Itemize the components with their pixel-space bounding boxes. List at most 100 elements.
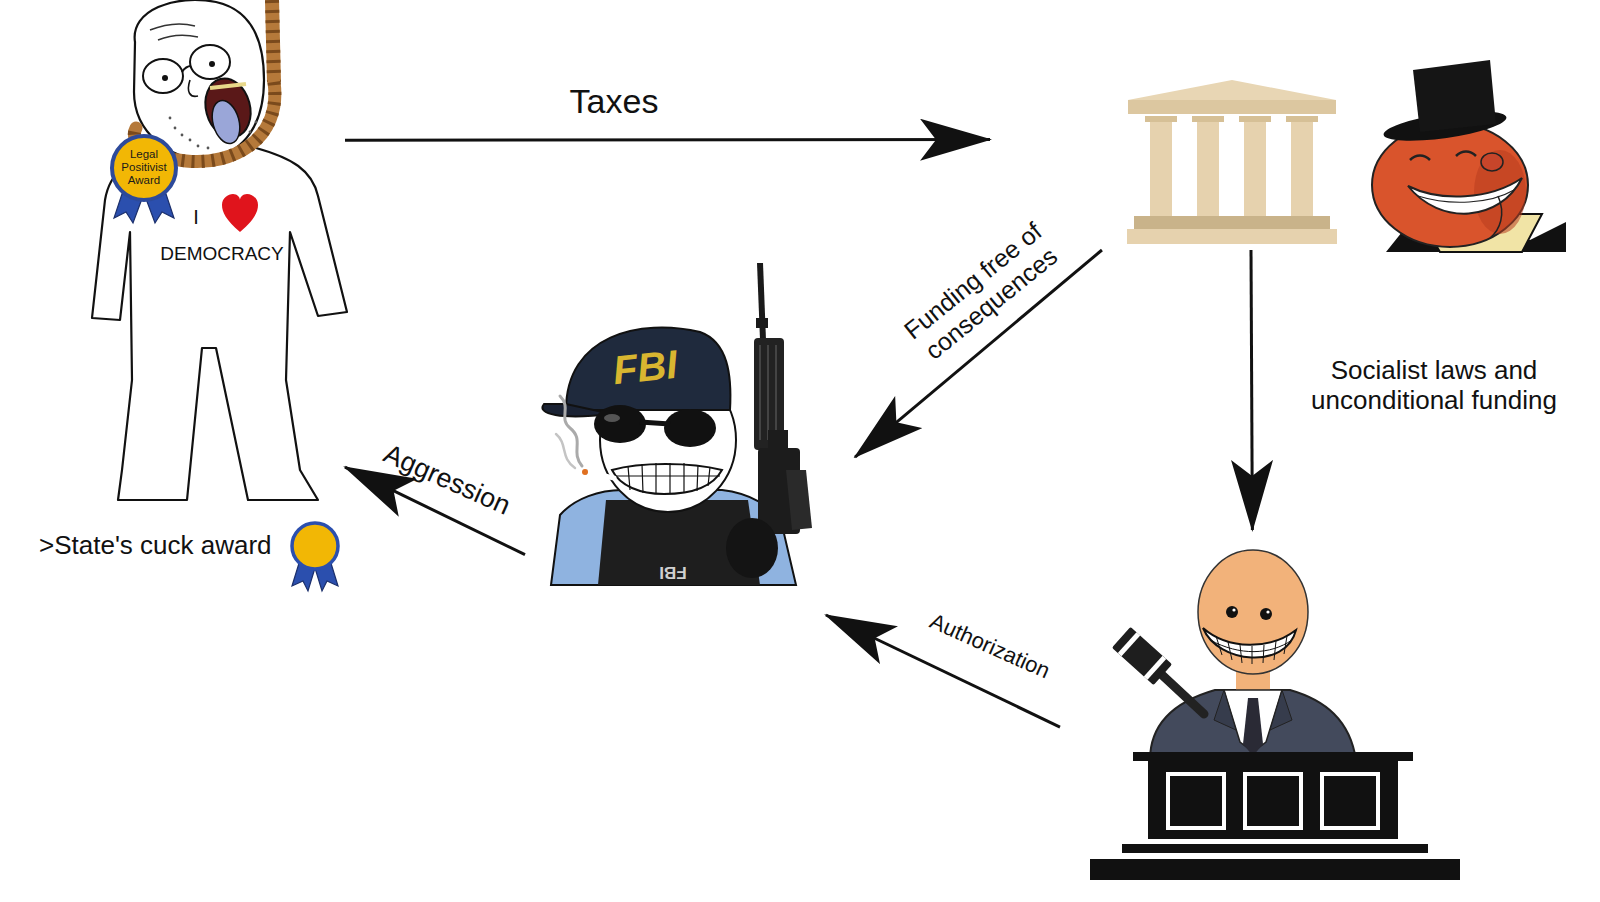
government-building bbox=[1239, 116, 1271, 122]
wojak-head bbox=[174, 127, 177, 130]
wojak-head bbox=[209, 61, 215, 67]
fbi-agent-figure bbox=[628, 463, 710, 494]
noose-rope bbox=[272, 0, 274, 82]
fbi-agent-figure bbox=[614, 475, 720, 476]
fbi-agent-figure bbox=[560, 396, 582, 466]
flow-arrow bbox=[1251, 250, 1252, 530]
judge-bench bbox=[1168, 774, 1224, 828]
judge-bench bbox=[1090, 859, 1460, 880]
free-label: >State's cuck award bbox=[39, 531, 295, 561]
government-building bbox=[1197, 120, 1219, 216]
judge-figure-art bbox=[1150, 690, 1356, 760]
wojak-head bbox=[189, 139, 192, 142]
government-building bbox=[1128, 80, 1336, 100]
wojak-head bbox=[150, 24, 195, 30]
rifle bbox=[760, 263, 763, 340]
judge-figure-art bbox=[1216, 636, 1287, 664]
node-text: FBI bbox=[643, 562, 703, 582]
wojak-body bbox=[92, 148, 347, 500]
cuck-award-medal bbox=[292, 523, 338, 569]
judge-figure-art bbox=[1198, 550, 1308, 674]
judge-figure-art bbox=[1203, 628, 1296, 658]
fbi-agent-figure bbox=[604, 414, 620, 422]
government-building bbox=[1150, 120, 1172, 216]
medal-disc bbox=[112, 136, 176, 200]
judge-figure-art bbox=[1112, 550, 1356, 760]
wojak-head bbox=[249, 131, 252, 134]
capitalist-caricature bbox=[1372, 123, 1528, 247]
judge-bench bbox=[1090, 752, 1460, 880]
judge-bench bbox=[1133, 752, 1413, 761]
judge-figure bbox=[1060, 530, 1465, 880]
government-building bbox=[1127, 229, 1337, 244]
capitalist-caricature bbox=[1372, 60, 1566, 252]
edge-label: Funding free of consequences bbox=[886, 207, 1078, 378]
node-text: FBI bbox=[593, 339, 697, 395]
government-building bbox=[1128, 100, 1336, 114]
judge-figure-art bbox=[1266, 610, 1269, 613]
edge-label: Authorization bbox=[903, 598, 1078, 694]
fbi-agent-figure bbox=[542, 328, 796, 585]
heart-symbol bbox=[222, 194, 258, 232]
state-institution bbox=[990, 66, 1570, 250]
fbi-agent-figure bbox=[586, 472, 614, 478]
judge-figure-art bbox=[1260, 608, 1272, 620]
wojak-head bbox=[143, 59, 183, 93]
fbi-agent-figure bbox=[586, 472, 614, 478]
judge-bench bbox=[1322, 774, 1378, 828]
rifle bbox=[726, 263, 812, 578]
wojak-head bbox=[169, 117, 172, 120]
node-text: DEMOCRACY bbox=[147, 243, 297, 265]
wojak-head bbox=[158, 35, 198, 40]
fbi-agent-figure bbox=[556, 434, 575, 468]
wojak-head bbox=[255, 121, 258, 124]
fbi-agent-figure bbox=[582, 469, 588, 475]
rifle bbox=[756, 318, 768, 328]
government-building bbox=[1244, 120, 1266, 216]
fbi-agent-figure bbox=[566, 328, 730, 410]
fbi-agent-figure bbox=[640, 422, 670, 424]
capitalist-caricature bbox=[1410, 156, 1430, 161]
flow-arrow bbox=[345, 138, 990, 142]
wojak-head bbox=[134, 0, 264, 159]
rifle bbox=[768, 430, 788, 450]
rifle bbox=[786, 470, 812, 530]
wojak-head bbox=[197, 145, 200, 148]
fbi-agent-figure bbox=[612, 464, 722, 494]
fbi-agent-figure bbox=[664, 409, 716, 447]
cuck-award-medal bbox=[292, 523, 338, 591]
wojak-head bbox=[134, 0, 264, 159]
government-building bbox=[1134, 216, 1330, 229]
capitalist-caricature bbox=[1413, 60, 1496, 132]
government-building bbox=[1192, 116, 1224, 122]
noose-rope bbox=[272, 0, 274, 82]
government-building bbox=[1145, 116, 1177, 122]
edge-label: Aggression bbox=[358, 429, 535, 531]
rifle bbox=[726, 518, 778, 578]
node-text: Legal Positivist Award bbox=[115, 148, 173, 187]
capitalist-caricature bbox=[1490, 196, 1502, 238]
wojak-head bbox=[210, 84, 246, 88]
government-building bbox=[1127, 80, 1337, 244]
capitalist-caricature bbox=[1481, 153, 1503, 171]
capitalist-caricature bbox=[1408, 178, 1522, 214]
wojak-head bbox=[208, 97, 245, 146]
wojak-figure: I DEMOCRACY Legal Positivist Award bbox=[92, 0, 345, 510]
judge-figure-art bbox=[1210, 640, 1292, 652]
wojak-head bbox=[188, 80, 198, 96]
judge-figure-art bbox=[1112, 627, 1172, 685]
judge-bench bbox=[1122, 844, 1428, 853]
judge-figure-art bbox=[1118, 632, 1140, 656]
judge-figure-art bbox=[1112, 627, 1172, 685]
node-text: I bbox=[184, 206, 208, 229]
judge-bench bbox=[1148, 761, 1398, 839]
wojak-head bbox=[182, 66, 191, 72]
capitalist-caricature bbox=[1456, 152, 1476, 157]
fbi-agent: FBI FBI bbox=[525, 260, 855, 615]
wojak-head bbox=[162, 75, 168, 81]
government-building bbox=[1291, 120, 1313, 216]
